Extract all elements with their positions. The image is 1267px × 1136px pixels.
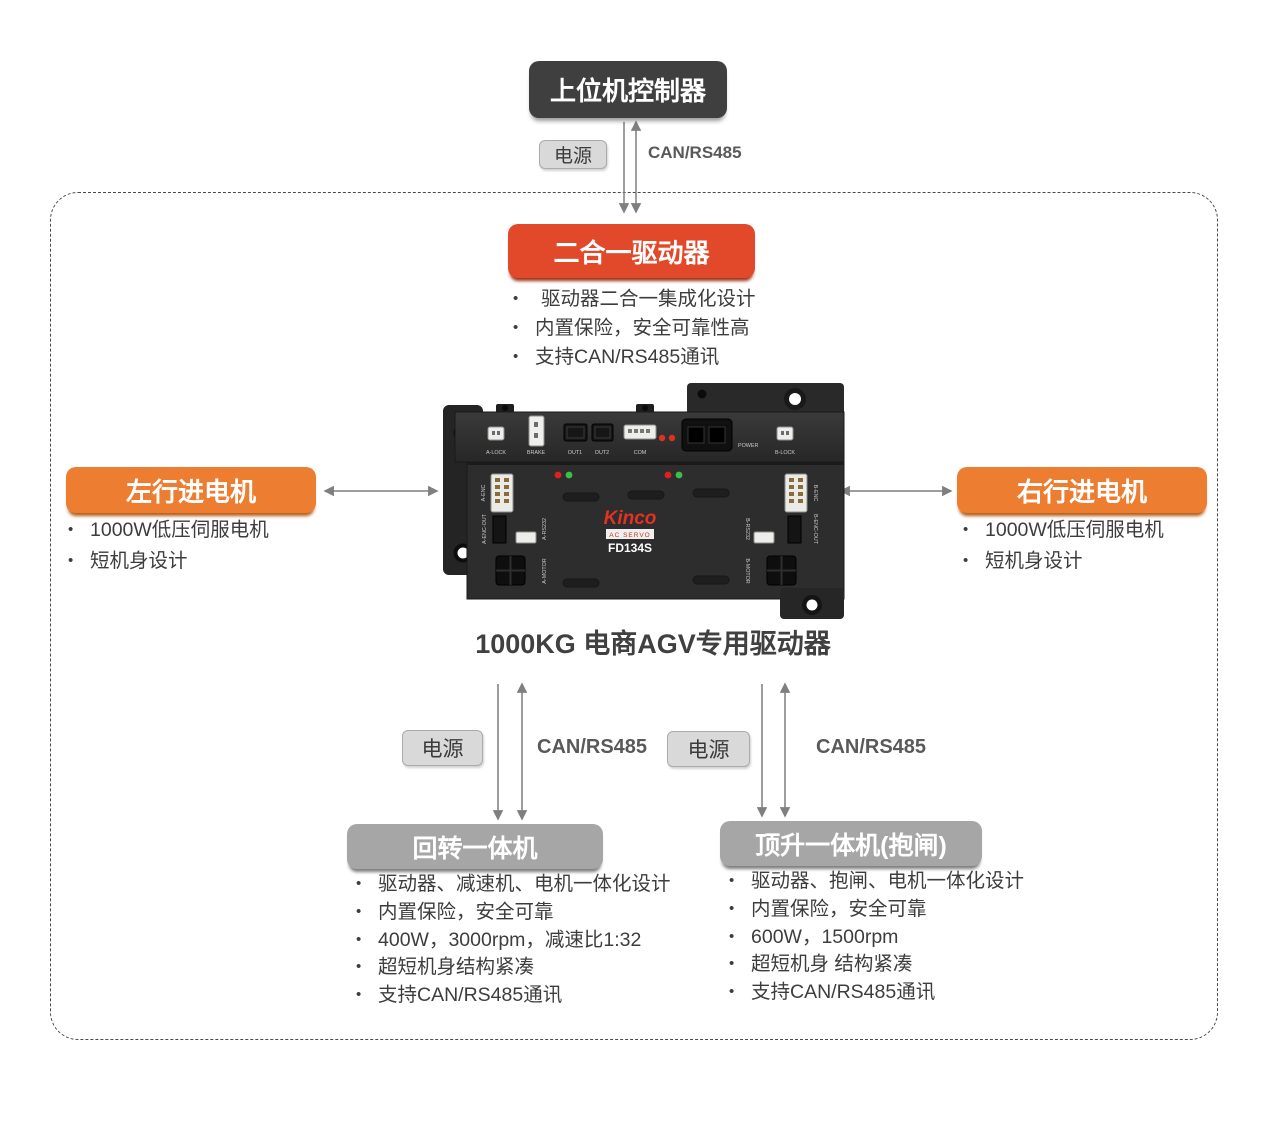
status-led bbox=[675, 471, 683, 479]
a-enc-out-connector bbox=[492, 515, 507, 544]
bus-label-rotate: CAN/RS485 bbox=[537, 736, 648, 758]
port-label: COM bbox=[634, 450, 647, 456]
feature-item: 内置保险，安全可靠 bbox=[354, 898, 671, 927]
feature-item: 短机身设计 bbox=[961, 545, 1164, 577]
feature-item: 内置保险，安全可靠性高 bbox=[511, 313, 756, 343]
port-label: BRAKE bbox=[527, 450, 546, 456]
feature-item: 驱动器二合一集成化设计 bbox=[511, 284, 756, 314]
feature-item: 400W，3000rpm，减速比1:32 bbox=[354, 926, 671, 955]
status-led bbox=[664, 471, 672, 479]
status-led bbox=[554, 471, 562, 479]
feature-item: 超短机身结构紧凑 bbox=[354, 953, 671, 982]
feature-item: 驱动器、抱闸、电机一体化设计 bbox=[727, 867, 1024, 896]
status-led bbox=[658, 434, 666, 442]
status-led bbox=[565, 471, 573, 479]
b-lock-connector bbox=[776, 426, 794, 441]
node-rotate-unit: 回转一体机 bbox=[347, 824, 603, 869]
node-lift-unit: 顶升一体机(抱闸) bbox=[720, 821, 982, 866]
node-left-motor: 左行进电机 bbox=[66, 467, 316, 513]
series-badge: AC SERVO bbox=[609, 532, 650, 539]
brand-logo: Kinco bbox=[604, 508, 657, 529]
feature-item: 1000W低压伺服电机 bbox=[961, 514, 1164, 546]
lift-unit-feature-list: 驱动器、抱闸、电机一体化设计 内置保险，安全可靠 600W，1500rpm 超短… bbox=[727, 867, 1024, 1007]
port-label: B-ENC-OUT bbox=[812, 514, 818, 545]
feature-item: 支持CAN/RS485通讯 bbox=[354, 981, 671, 1010]
status-led bbox=[668, 434, 676, 442]
port-label: B-ENC bbox=[812, 485, 818, 502]
bus-label-lift: CAN/RS485 bbox=[816, 736, 927, 758]
model-number: FD134S bbox=[608, 541, 652, 555]
a-enc-connector bbox=[490, 473, 514, 513]
right-motor-feature-list: 1000W低压伺服电机 短机身设计 bbox=[961, 514, 1164, 577]
a-rs232-connector bbox=[515, 531, 537, 544]
feature-item: 短机身设计 bbox=[66, 545, 269, 577]
feature-item: 600W，1500rpm bbox=[727, 923, 1024, 952]
driver-device-photo: A-LOCK BRAKE OUT1 OUT2 COM B-LOCK POWER … bbox=[443, 383, 845, 619]
feature-item: 1000W低压伺服电机 bbox=[66, 514, 269, 546]
power-tag-rotate: 电源 bbox=[402, 730, 483, 766]
port-label: B-LOCK bbox=[775, 450, 795, 456]
a-lock-connector bbox=[487, 426, 505, 441]
port-label: POWER bbox=[738, 443, 758, 449]
port-label: A-RS232 bbox=[542, 518, 548, 540]
port-label: A-MOTOR bbox=[542, 558, 548, 583]
brake-connector bbox=[528, 415, 545, 447]
port-label: OUT1 bbox=[568, 450, 582, 456]
feature-item: 支持CAN/RS485通讯 bbox=[727, 978, 1024, 1007]
feature-item: 支持CAN/RS485通讯 bbox=[511, 342, 756, 372]
feature-item: 超短机身 结构紧凑 bbox=[727, 950, 1024, 979]
port-label: A-ENC bbox=[481, 485, 487, 502]
node-host-controller: 上位机控制器 bbox=[529, 61, 727, 118]
port-label: OUT2 bbox=[595, 450, 609, 456]
power-tag-host: 电源 bbox=[539, 140, 607, 169]
product-caption: 1000KG 电商AGV专用驱动器 bbox=[475, 629, 831, 659]
node-right-motor: 右行进电机 bbox=[957, 467, 1207, 513]
port-label: A-LOCK bbox=[486, 450, 506, 456]
left-motor-feature-list: 1000W低压伺服电机 短机身设计 bbox=[66, 514, 269, 577]
power-tag-lift: 电源 bbox=[667, 731, 750, 767]
port-label: A-ENC-OUT bbox=[482, 513, 488, 544]
screw-hole bbox=[697, 389, 707, 399]
top-right-mount-plate bbox=[687, 383, 844, 415]
b-rs232-connector bbox=[753, 531, 775, 544]
feature-item: 驱动器、减速机、电机一体化设计 bbox=[354, 870, 671, 899]
port-label: B-MOTOR bbox=[744, 558, 750, 583]
rotate-unit-feature-list: 驱动器、减速机、电机一体化设计 内置保险，安全可靠 400W，3000rpm，减… bbox=[354, 870, 671, 1010]
out2-connector bbox=[591, 423, 614, 442]
bus-label-host: CAN/RS485 bbox=[648, 143, 742, 162]
feature-item: 内置保险，安全可靠 bbox=[727, 895, 1024, 924]
out1-connector bbox=[563, 423, 588, 442]
b-enc-connector bbox=[784, 473, 808, 513]
driver-feature-list: 驱动器二合一集成化设计 内置保险，安全可靠性高 支持CAN/RS485通讯 bbox=[511, 284, 756, 372]
b-enc-out-connector bbox=[787, 515, 802, 544]
node-dual-driver: 二合一驱动器 bbox=[508, 224, 755, 278]
port-label: B-RS232 bbox=[744, 518, 750, 540]
